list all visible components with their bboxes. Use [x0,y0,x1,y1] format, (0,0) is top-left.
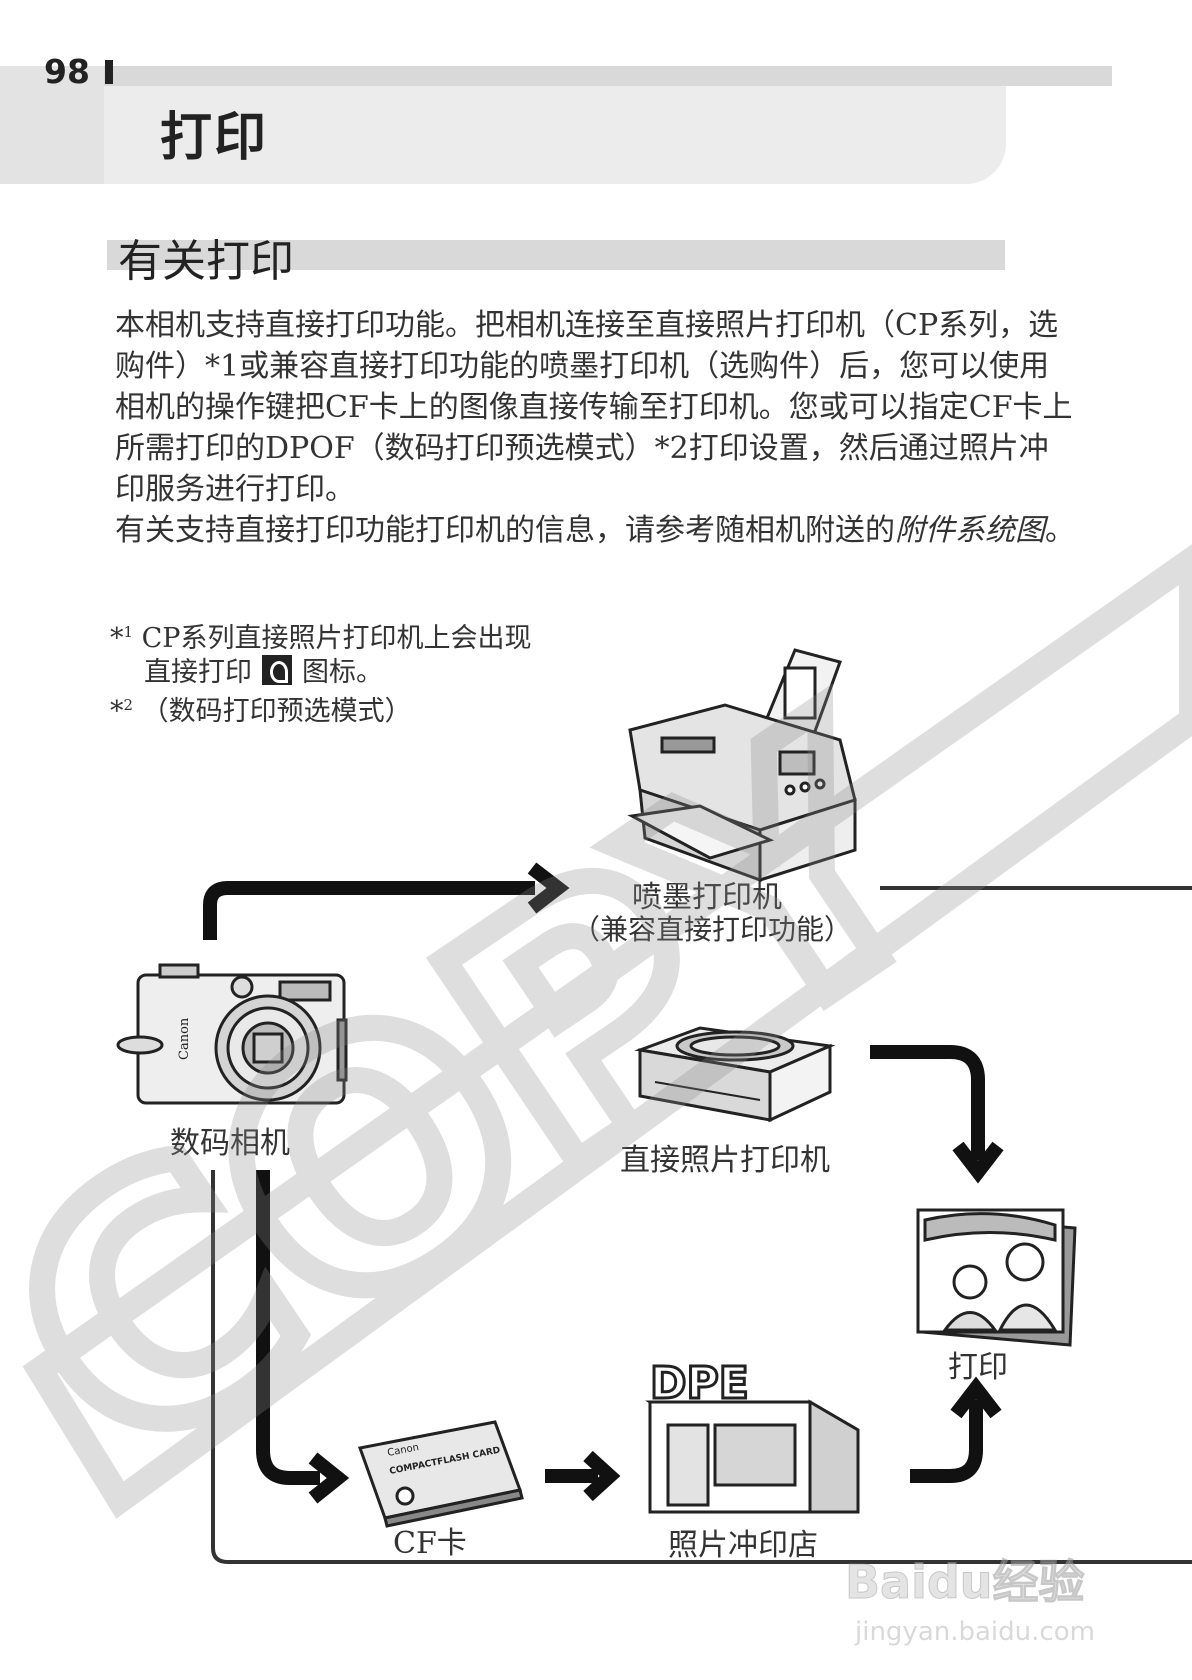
header-band [0,66,1112,86]
direct-print-icon [262,655,292,685]
arrow-head-print-down [952,1141,1004,1184]
inkjet-label: 喷墨打印机 [632,880,782,915]
header-title-panel [104,86,1006,184]
footnote-2-mark: 2 [123,696,134,714]
arrow-camera-to-inkjet [203,881,535,940]
dpe-sign-text: DPE [650,1358,749,1409]
arrow-lab-to-print [910,1400,983,1483]
arrow-head-lab [583,1450,621,1502]
direct-photo-printer-image [634,1026,836,1123]
cf-card-image [357,1420,524,1528]
header-panel [0,66,104,184]
camera-label: 数码相机 [170,1126,290,1161]
footnote-1-mark: 1 [123,623,134,641]
section-title: 有关打印 [118,236,294,287]
footnote-1-line2-b: 图标。 [302,657,383,688]
footnote-2-text: （数码打印预选模式） [141,696,412,727]
printed-photo-image [916,1208,1077,1347]
bottom-loop-line [211,1170,1192,1564]
page-number: 98 [44,52,90,91]
arrow-head-print-up [950,1376,1002,1419]
cf-card-label: CF卡 [393,1526,467,1561]
arrow-head-cf [308,1452,350,1504]
footnote-1: *1 CP系列直接照片打印机上会出现 直接打印图标。 *2 （数码打印预选模式） [110,616,531,728]
arrow-printer-to-print [870,1045,985,1160]
footnote-star-2: * [110,696,124,727]
digital-camera-image [116,963,348,1105]
body-paragraph-1: 本相机支持直接打印功能。把相机连接至直接照片打印机（CP系列，选购件）*1或兼容… [115,308,1073,507]
photo-lab-label: 照片冲印店 [668,1528,818,1563]
body-paragraph-2: 有关支持直接打印功能打印机的信息，请参考随相机附送的附件系统图。 [115,510,1075,551]
arrow-camera-to-cf [256,1170,320,1485]
inkjet-printer-image [627,648,857,883]
accessory-chart-reference: 附件系统图 [895,513,1045,548]
footnote-star: * [110,623,124,654]
footnote-1-line1: CP系列直接照片打印机上会出现 [141,623,532,654]
page-number-bar [105,60,113,84]
photo-lab-image [645,1399,860,1514]
print-label: 打印 [948,1350,1008,1385]
chapter-title: 打印 [160,108,269,168]
footnote-1-line2-a: 直接打印 [144,657,252,688]
body-paragraph-2-prefix: 有关支持直接打印功能打印机的信息，请参考随相机附送的 [115,513,895,548]
arrow-head-inkjet [527,862,570,914]
body-paragraph-2-suffix: 。 [1045,513,1075,548]
photo-printer-label: 直接照片打印机 [620,1143,830,1178]
section-underline-bar [107,240,1005,270]
body-text: 本相机支持直接打印功能。把相机连接至直接照片打印机（CP系列，选购件）*1或兼容… [115,305,1075,551]
camera-brand-text: Canon [177,1017,192,1060]
inkjet-sublabel: （兼容直接打印功能） [572,913,853,946]
